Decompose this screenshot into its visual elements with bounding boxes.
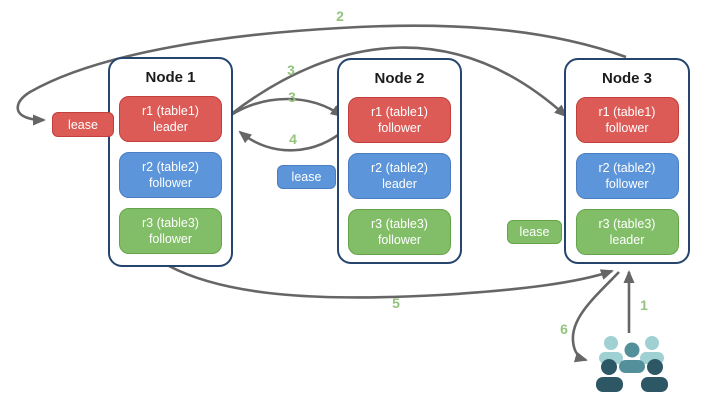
replica-role: leader <box>609 233 645 247</box>
node-title: Node 1 <box>145 69 196 86</box>
arrow-step3-node1-to-node2 <box>230 97 344 118</box>
replica-role: leader <box>382 177 417 191</box>
replica-label: r3 (table3) <box>598 216 656 231</box>
node2-replica-r1: r1 (table1) follower <box>348 97 451 143</box>
node3-replica-r3: r3 (table3) leader <box>575 209 679 255</box>
step-label-3b: 3 <box>288 89 296 105</box>
arrow-step2-node3-to-lease1 <box>16 24 627 126</box>
node2-replica-r2: r2 (table2) leader <box>348 153 451 199</box>
replica-label: r2 (table2) <box>142 159 199 174</box>
lease-badge-r2: lease <box>277 165 336 189</box>
step-label-2: 2 <box>336 8 344 24</box>
step-label-5: 5 <box>392 295 400 311</box>
node1-replica-r2: r2 (table2) follower <box>119 152 222 198</box>
replica-label: r2 (table2) <box>598 160 656 175</box>
replica-role: follower <box>605 121 649 135</box>
node-3: Node 3 r1 (table1) follower r2 (table2) … <box>564 58 690 264</box>
replica-label: r2 (table2) <box>371 160 428 175</box>
node-1: Node 1 r1 (table1) leader r2 (table2) fo… <box>108 57 233 267</box>
step-label-6: 6 <box>560 321 568 337</box>
node-title: Node 3 <box>601 70 652 87</box>
replica-label: r1 (table1) <box>142 103 199 118</box>
node1-replica-r1: r1 (table1) leader <box>119 96 222 142</box>
node-2: Node 2 r1 (table1) follower r2 (table2) … <box>337 58 462 264</box>
users-icon <box>596 336 668 392</box>
replica-role: follower <box>148 176 193 190</box>
node3-replica-r2: r2 (table2) follower <box>575 153 679 199</box>
lease-badge-r3: lease <box>507 220 562 244</box>
arrow-step4-node2-to-node1 <box>238 127 348 152</box>
node3-replica-r1: r1 (table1) follower <box>575 97 679 143</box>
step-label-3a: 3 <box>287 62 295 78</box>
replica-label: r3 (table3) <box>371 216 428 231</box>
lease-badge-r1: lease <box>52 112 114 137</box>
arrow-step6-node3-to-users <box>571 271 620 363</box>
replica-label: r1 (table1) <box>598 104 656 119</box>
step-label-1: 1 <box>640 297 648 313</box>
replica-role: follower <box>148 232 193 246</box>
replica-role: follower <box>377 121 422 135</box>
replica-role: follower <box>377 233 422 247</box>
node1-replica-r3: r3 (table3) follower <box>119 208 222 254</box>
replica-label: r1 (table1) <box>371 104 428 119</box>
replica-role: follower <box>605 177 649 191</box>
node2-replica-r3: r3 (table3) follower <box>348 209 451 255</box>
replica-role: leader <box>153 120 188 134</box>
node-title: Node 2 <box>374 70 425 87</box>
arrow-step3-node1-to-node3 <box>229 46 568 118</box>
replica-label: r3 (table3) <box>142 215 199 230</box>
arrow-step5-node1-to-node3 <box>168 264 614 299</box>
step-label-4: 4 <box>289 131 297 147</box>
